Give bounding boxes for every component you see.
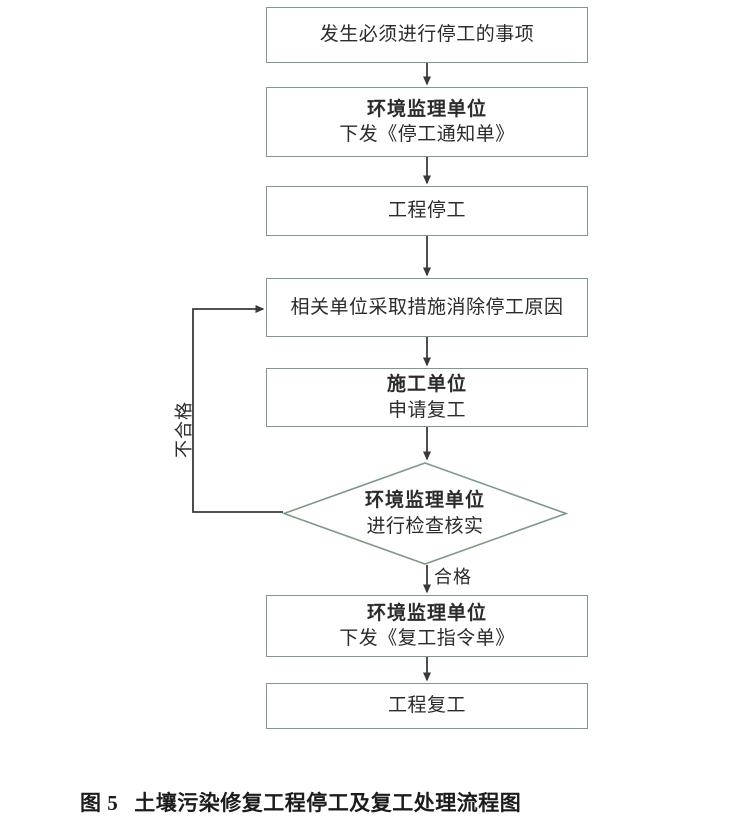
- node-issue-stop-work-notice[interactable]: 环境监理单位 下发《停工通知单》: [266, 87, 588, 157]
- node-project-stopped[interactable]: 工程停工: [266, 186, 588, 236]
- node-remediate-cause-line-1: 相关单位采取措施消除停工原因: [290, 296, 564, 318]
- diamond-shape: [281, 462, 569, 565]
- figure-caption-label: 图 5: [80, 791, 119, 815]
- node-issue-resume-order-line-1: 环境监理单位: [366, 602, 487, 624]
- node-trigger-event[interactable]: 发生必须进行停工的事项: [266, 7, 588, 63]
- node-issue-resume-order[interactable]: 环境监理单位 下发《复工指令单》: [266, 595, 588, 657]
- edge-label-pass-branch: 合格: [434, 567, 472, 587]
- node-issue-resume-order-line-2: 下发《复工指令单》: [339, 628, 515, 649]
- figure-caption-title: 土壤污染修复工程停工及复工处理流程图: [134, 791, 522, 815]
- node-project-resumed-line-1: 工程复工: [387, 695, 466, 717]
- node-apply-resume-work[interactable]: 施工单位 申请复工: [266, 368, 588, 427]
- node-issue-stop-work-notice-line-2: 下发《停工通知单》: [339, 124, 515, 145]
- node-inspection-decision[interactable]: 环境监理单位 进行检查核实: [281, 462, 569, 565]
- node-project-stopped-line-1: 工程停工: [387, 200, 466, 222]
- node-issue-stop-work-notice-line-1: 环境监理单位: [366, 98, 487, 120]
- node-project-resumed[interactable]: 工程复工: [266, 683, 588, 729]
- node-trigger-event-line-1: 发生必须进行停工的事项: [319, 24, 535, 46]
- edge-label-fail-branch: 不合格: [174, 401, 194, 458]
- node-apply-resume-work-line-1: 施工单位: [386, 374, 467, 396]
- figure-caption: 图 5 土壤污染修复工程停工及复工处理流程图: [80, 787, 521, 817]
- node-remediate-cause[interactable]: 相关单位采取措施消除停工原因: [266, 278, 588, 337]
- node-apply-resume-work-line-2: 申请复工: [387, 399, 466, 421]
